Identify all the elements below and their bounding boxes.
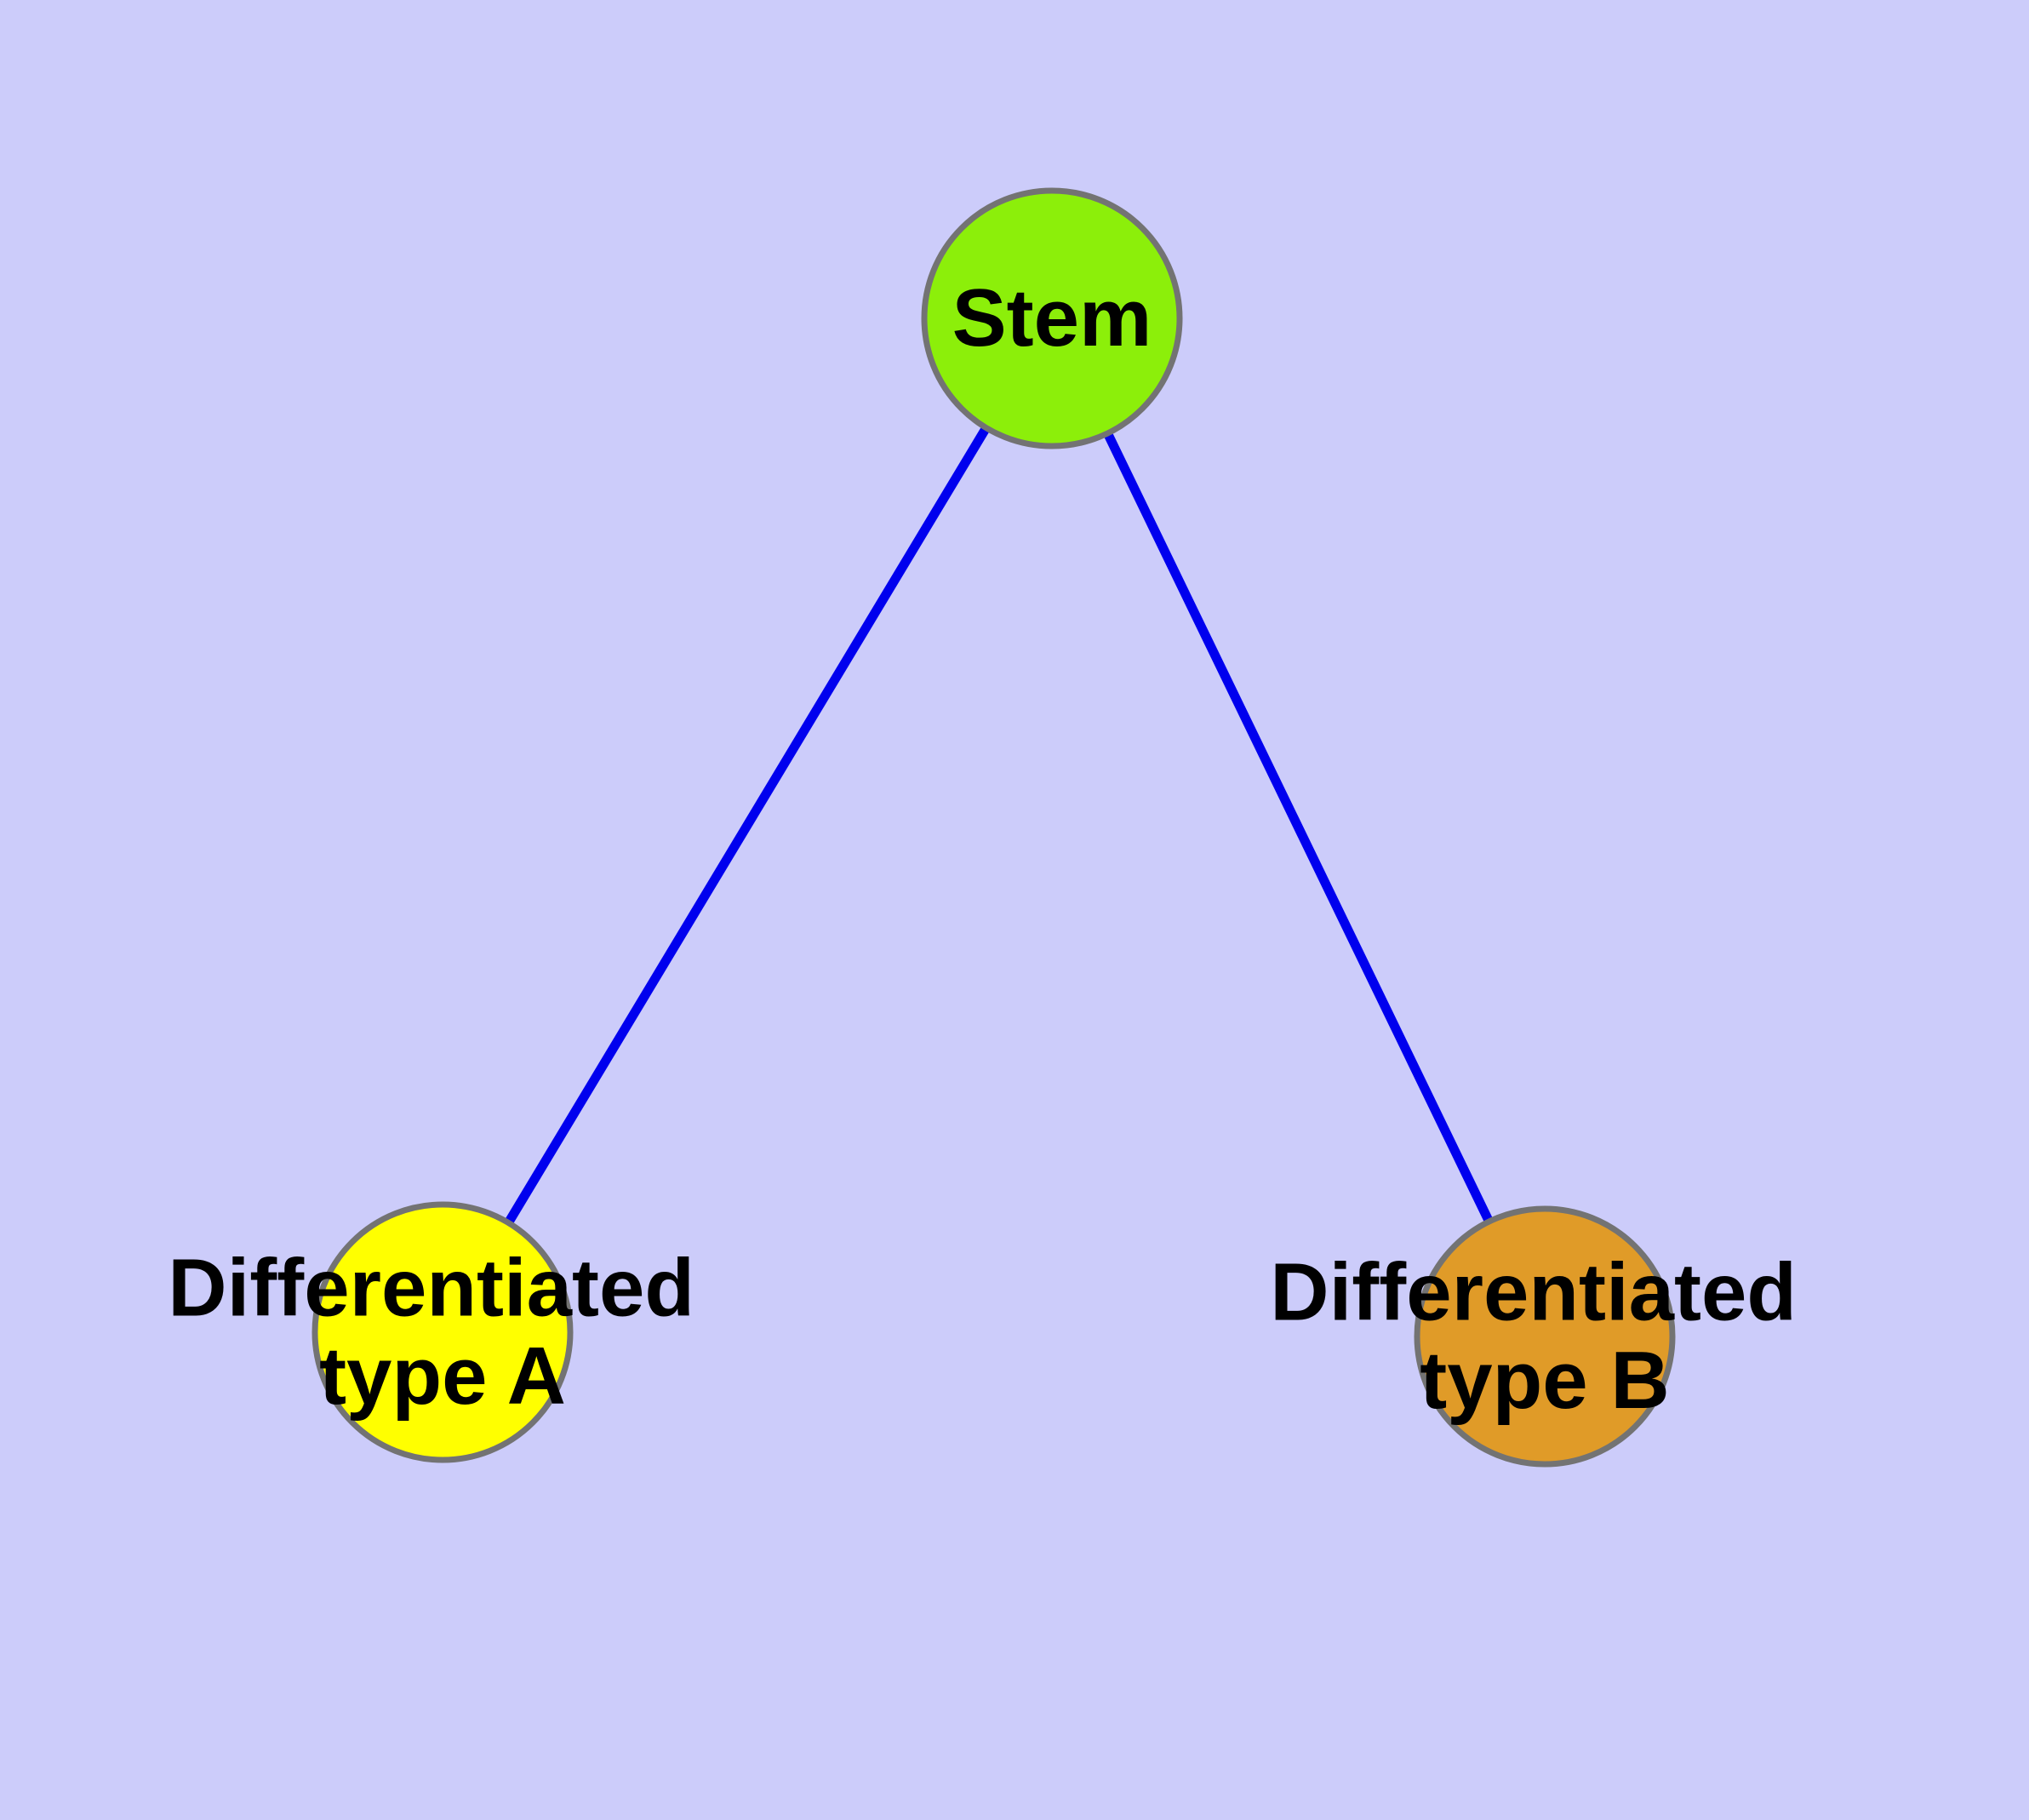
- node-differentiated-type-b-label: Differentiated type B: [1270, 1241, 1819, 1427]
- node-differentiated-type-b[interactable]: [1414, 1205, 1676, 1468]
- node-stem-label-line-1: Stem: [952, 273, 1152, 364]
- node-differentiated-type-a[interactable]: [311, 1201, 574, 1463]
- node-differentiated-type-a-circle[interactable]: [311, 1201, 574, 1463]
- node-differentiated-type-a-label: Differentiated type A: [168, 1237, 717, 1422]
- edge-stem-to-differentiated-type-b[interactable]: [1048, 316, 1549, 1339]
- node-stem[interactable]: [921, 187, 1183, 449]
- node-stem-circle[interactable]: [921, 187, 1183, 449]
- edge-layer: [438, 316, 1549, 1339]
- node-stem-label: Stem: [952, 273, 1152, 364]
- node-differentiated-type-b-label-line-2: type B: [1420, 1335, 1669, 1426]
- node-layer: [311, 187, 1676, 1468]
- edge-stem-to-differentiated-type-a[interactable]: [438, 316, 1056, 1335]
- label-layer: Stem Differentiated type A Differentiate…: [168, 273, 1819, 1427]
- node-differentiated-type-a-label-line-1: Differentiated: [168, 1243, 694, 1334]
- node-differentiated-type-b-label-line-1: Differentiated: [1270, 1247, 1797, 1338]
- node-differentiated-type-a-label-line-2: type A: [319, 1331, 566, 1422]
- node-differentiated-type-b-circle[interactable]: [1414, 1205, 1676, 1468]
